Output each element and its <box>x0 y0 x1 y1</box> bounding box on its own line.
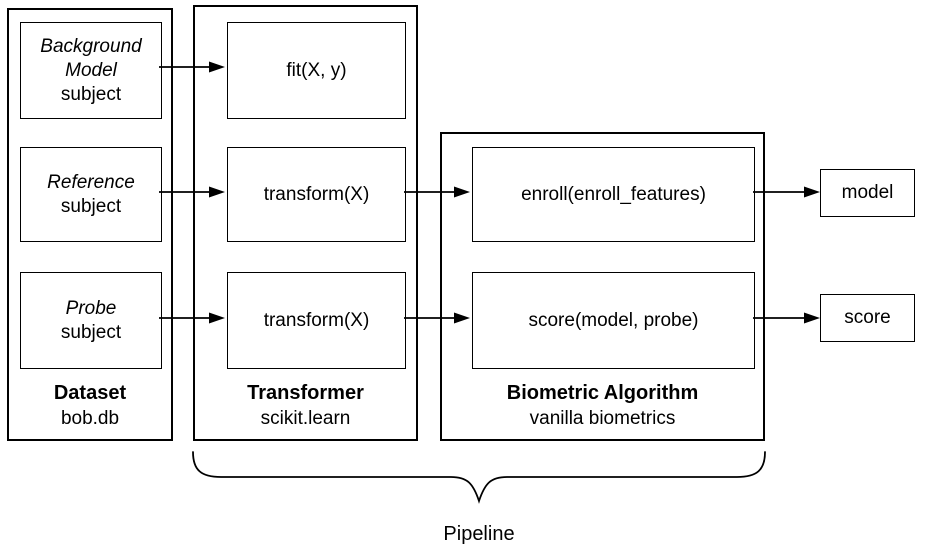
biometric-box-enroll: enroll(enroll_features) <box>472 147 755 242</box>
subject-type: subject <box>60 321 122 343</box>
pipeline-brace <box>192 451 766 504</box>
subject-type: subject <box>60 195 122 217</box>
transformer-subtitle: scikit.learn <box>260 408 351 429</box>
biometric-label: Biometric Algorithm vanilla biometrics <box>442 380 763 432</box>
biometric-subtitle: vanilla biometrics <box>529 408 676 429</box>
method-label: score(model, probe) <box>528 309 699 331</box>
biometric-title: Biometric Algorithm <box>506 382 699 404</box>
biometric-algorithm-container: enroll(enroll_features) score(model, pro… <box>440 132 765 441</box>
output-box-model: model <box>820 169 915 217</box>
subject-type: subject <box>60 83 122 105</box>
transformer-label: Transformer scikit.learn <box>195 380 416 432</box>
pipeline-label: Pipeline <box>443 523 515 545</box>
dataset-box-probe: Probe subject <box>20 272 162 369</box>
subject-name: Background Model <box>40 35 142 81</box>
dataset-box-reference: Reference subject <box>20 147 162 242</box>
transformer-title: Transformer <box>247 382 364 404</box>
output-label: score <box>844 307 891 328</box>
dataset-container: Background Model subject Reference subje… <box>7 8 173 441</box>
method-label: enroll(enroll_features) <box>521 183 706 205</box>
transformer-box-transform-2: transform(X) <box>227 272 406 369</box>
transformer-box-fit: fit(X, y) <box>227 22 406 119</box>
output-box-score: score <box>820 294 915 342</box>
subject-name: Probe <box>65 297 117 319</box>
dataset-label: Dataset bob.db <box>9 380 171 432</box>
dataset-subtitle: bob.db <box>60 408 120 429</box>
method-label: fit(X, y) <box>286 59 347 81</box>
transformer-box-transform-1: transform(X) <box>227 147 406 242</box>
biometric-box-score: score(model, probe) <box>472 272 755 369</box>
subject-name: Reference <box>47 171 135 193</box>
dataset-box-background-model: Background Model subject <box>20 22 162 119</box>
dataset-title: Dataset <box>53 382 127 404</box>
output-label: model <box>841 182 894 203</box>
transformer-container: fit(X, y) transform(X) transform(X) Tran… <box>193 5 418 441</box>
method-label: transform(X) <box>263 309 370 331</box>
method-label: transform(X) <box>263 183 370 205</box>
